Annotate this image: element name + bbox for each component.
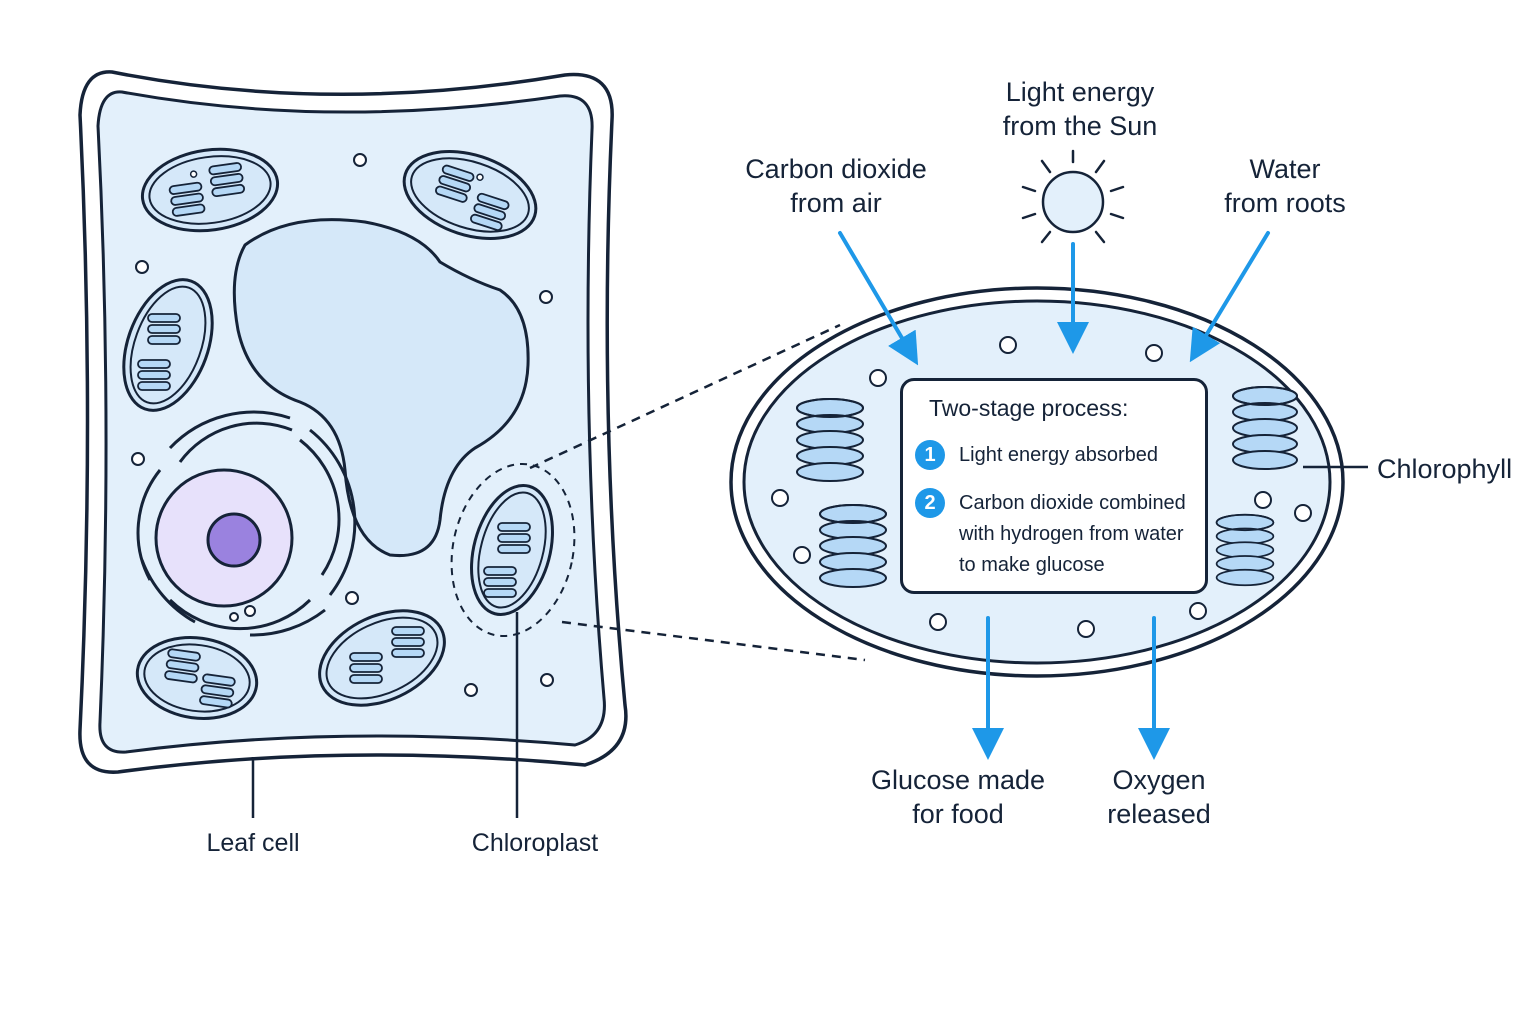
process-card: Two-stage process: 1 Light energy absorb… <box>900 378 1208 594</box>
leaf-cell <box>78 70 866 818</box>
water-arrow <box>1189 231 1270 363</box>
granum <box>1231 386 1299 470</box>
step-number-badge: 1 <box>915 440 945 470</box>
oxygen-line1: Oxygen <box>1112 765 1206 795</box>
step-2-line3: to make glucose <box>959 554 1105 576</box>
chloroplast-label: Chloroplast <box>471 829 599 857</box>
light-energy-label: Light energy from the Sun <box>1003 76 1158 144</box>
nucleus <box>136 410 357 637</box>
step-2-text: Carbon dioxide combined with hydrogen fr… <box>959 488 1186 581</box>
cell-granules <box>131 153 554 697</box>
zoom-line-top <box>529 323 841 470</box>
vacuole <box>232 218 530 558</box>
highlight-ring <box>450 462 576 638</box>
cell-chloroplast-highlighted <box>470 483 554 617</box>
cell-chloroplast <box>140 147 280 233</box>
glucose-line2: for food <box>912 798 1004 829</box>
co2-label: Carbon dioxide from air <box>745 153 927 221</box>
cell-chloroplast <box>318 609 446 707</box>
water-line2: from roots <box>1224 187 1346 218</box>
chlorophyll-label: Chlorophyll <box>1377 454 1513 484</box>
water-line1: Water <box>1249 154 1321 184</box>
flow-arrows <box>838 231 1270 760</box>
step-1-text: Light energy absorbed <box>959 444 1159 466</box>
glucose-line1: Glucose made <box>870 765 1046 795</box>
granum <box>796 398 864 482</box>
cell-chloroplast <box>122 278 214 412</box>
granum <box>1215 513 1275 587</box>
process-title: Two-stage process: <box>929 395 1129 421</box>
zoom-line-bottom <box>561 620 866 662</box>
process-step-1: 1 Light energy absorbed <box>915 440 1158 471</box>
step-2-line2: with hydrogen from water <box>959 523 1184 545</box>
cell-chloroplast <box>402 150 538 240</box>
oxygen-label: Oxygen released <box>1107 764 1211 832</box>
oxygen-line2: released <box>1107 798 1211 829</box>
glucose-label: Glucose made for food <box>871 764 1045 832</box>
co2-arrow <box>838 231 919 366</box>
co2-line1: Carbon dioxide <box>745 154 927 184</box>
step-number-badge: 2 <box>915 488 945 518</box>
co2-line2: from air <box>790 187 882 218</box>
leaf-cell-label: Leaf cell <box>206 829 300 857</box>
light-energy-line2: from the Sun <box>1002 110 1158 141</box>
granum <box>819 504 887 588</box>
light-energy-line1: Light energy <box>1005 77 1155 107</box>
process-step-2: 2 Carbon dioxide combined with hydrogen … <box>915 488 1186 581</box>
cell-chloroplast <box>135 636 259 720</box>
sun-icon <box>1021 149 1125 244</box>
water-label: Water from roots <box>1224 153 1346 221</box>
step-2-line1: Carbon dioxide combined <box>959 492 1186 514</box>
chloroplast-granules <box>771 336 1312 638</box>
